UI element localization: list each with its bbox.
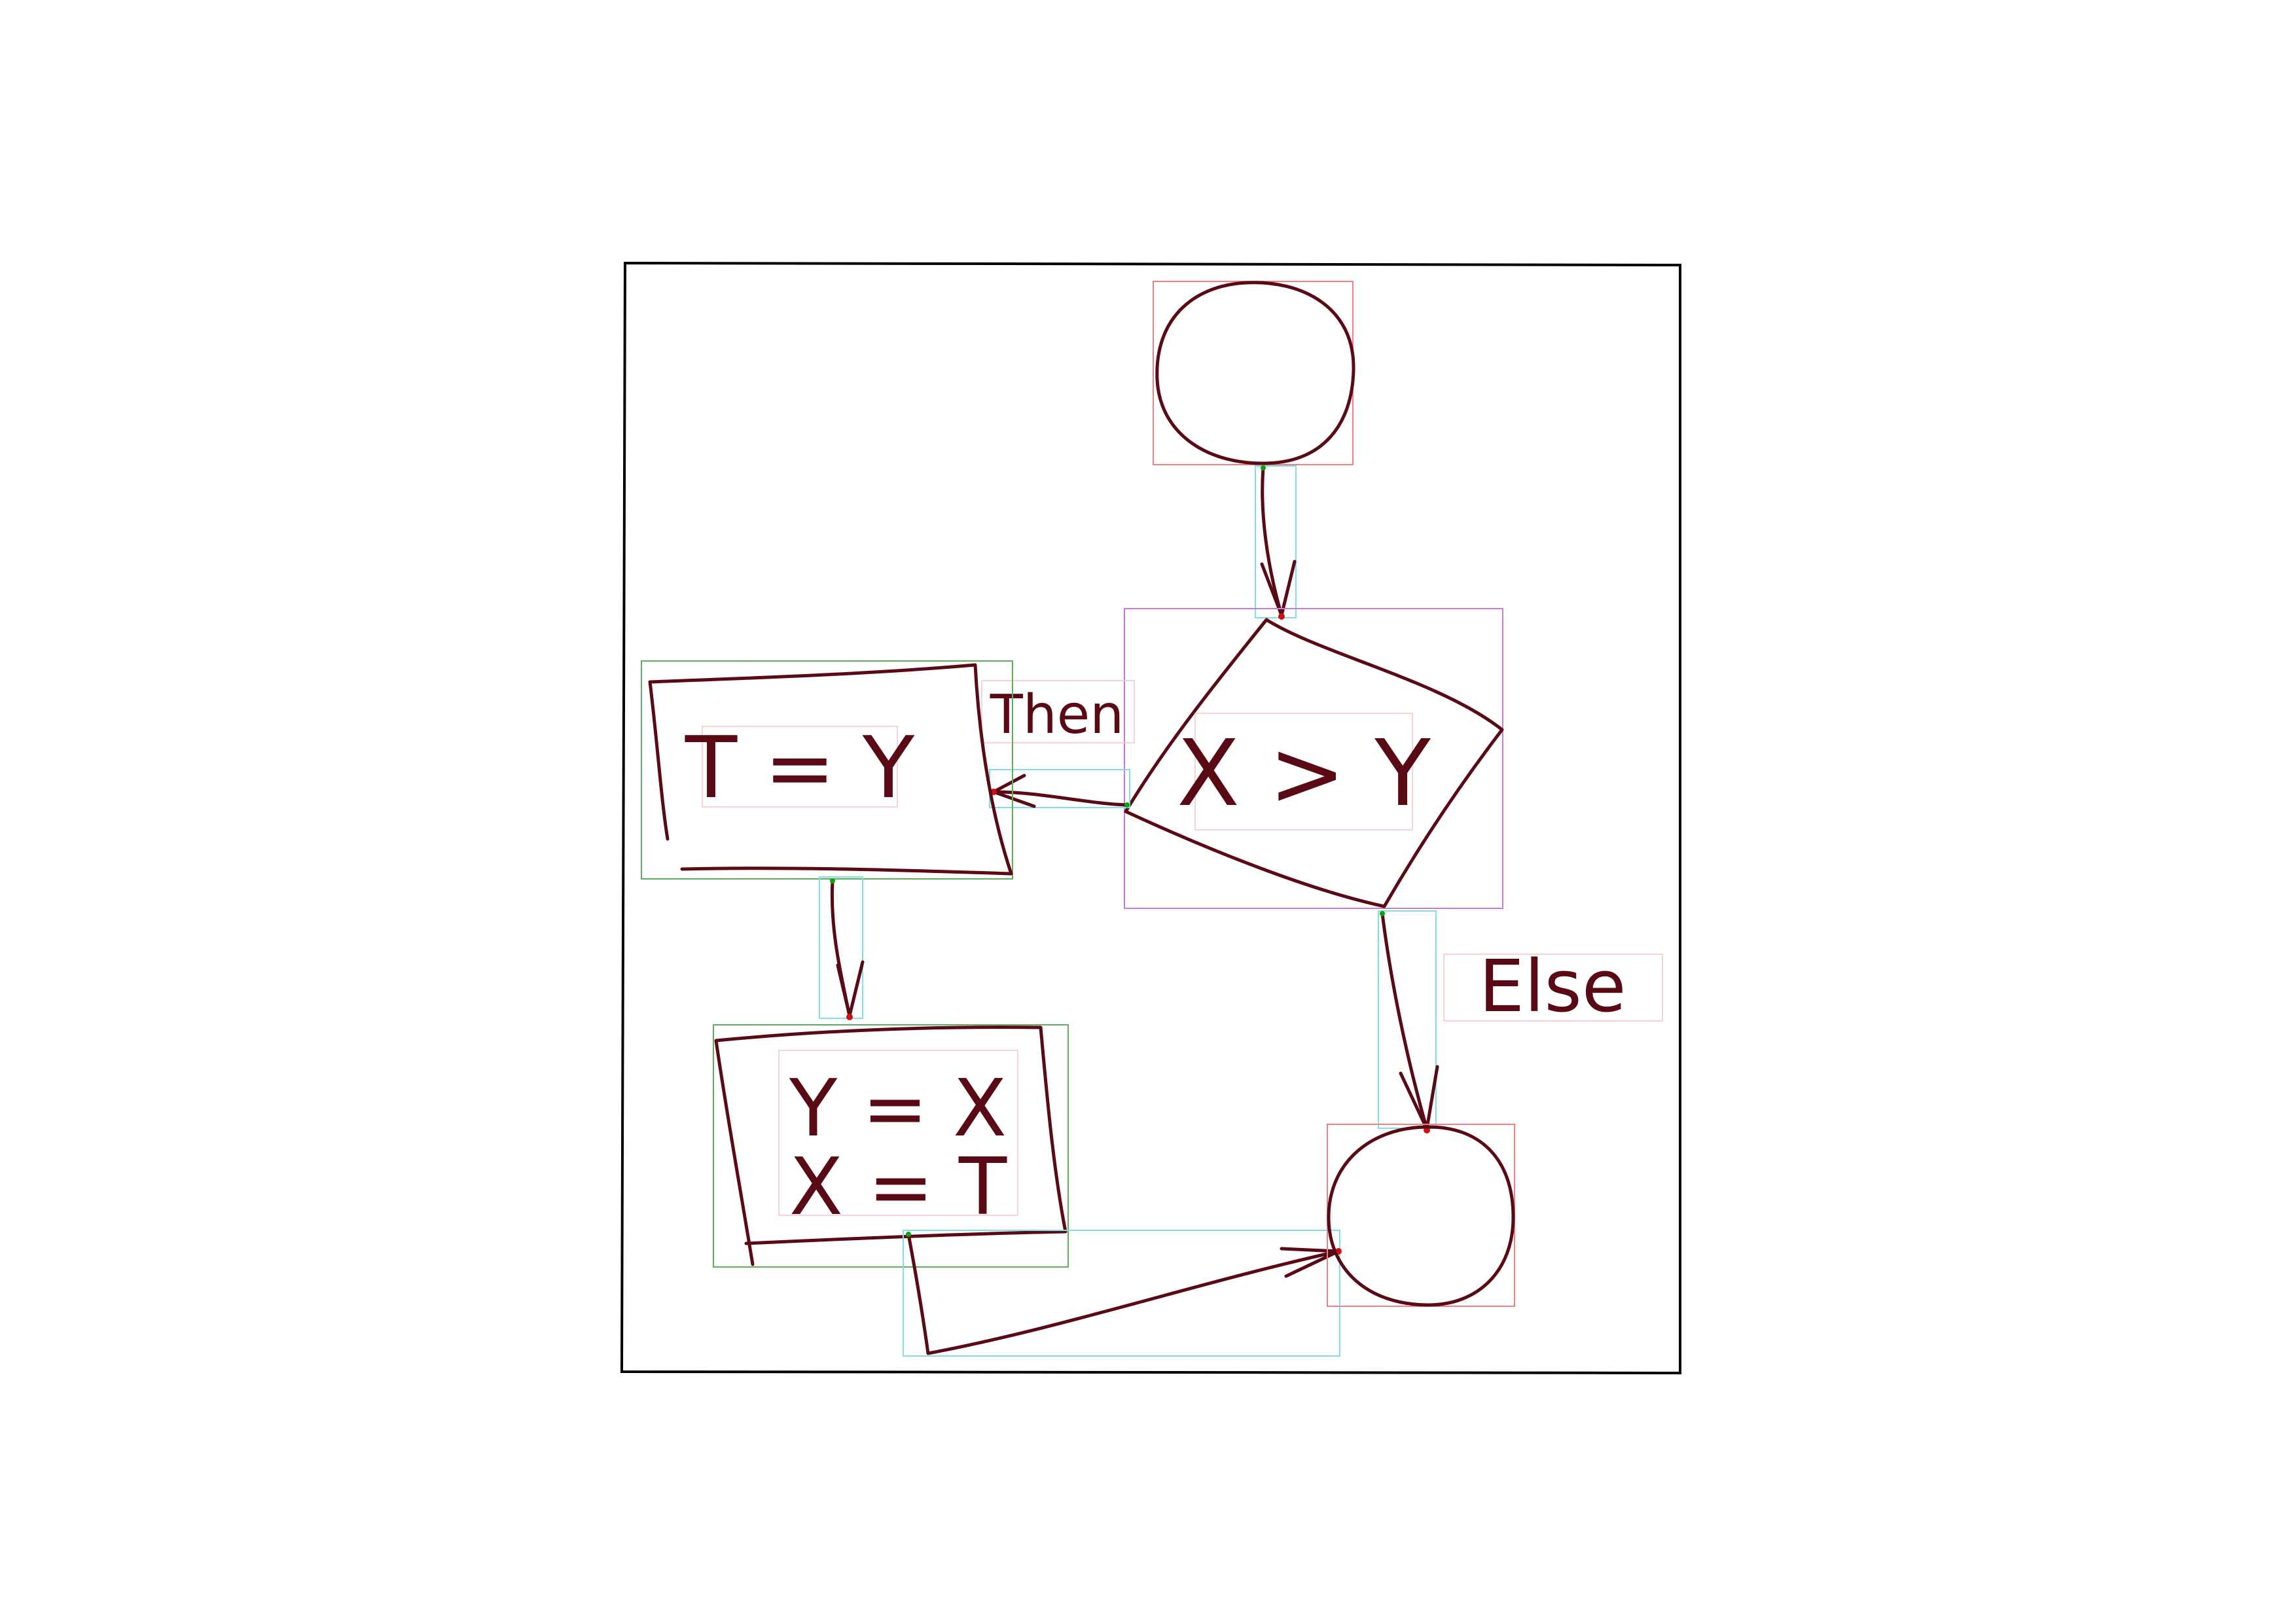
arrow-tail-marker — [830, 878, 835, 883]
decision-text-bbox — [1194, 713, 1413, 830]
process1-node: T = Y — [641, 660, 1013, 880]
process1-text-bbox — [702, 726, 898, 808]
arrow-start-to-decision — [1255, 465, 1297, 620]
decision-diamond-shape — [1124, 618, 1504, 908]
then-label-text: Then — [990, 684, 1124, 746]
arrow-start-decision-bbox — [1255, 465, 1297, 618]
arrow-p2-end-bbox — [903, 1230, 1340, 1357]
arrow-then-line — [992, 790, 1129, 807]
process2-node: Y = X X = T — [713, 1024, 1069, 1268]
then-label-bbox — [981, 680, 1135, 743]
process2-text-bbox — [778, 1050, 1018, 1216]
arrow-process2-to-end — [903, 1230, 1342, 1357]
process1-bbox — [641, 660, 1013, 880]
else-label-bbox — [1443, 954, 1663, 1022]
arrow-decision-to-end — [1378, 910, 1439, 1133]
arrow-tail-marker — [1124, 802, 1130, 808]
process2-statement-line2: X = T — [789, 1142, 1007, 1233]
process2-statement-line1: Y = X — [789, 1063, 1007, 1154]
arrow-head-marker — [1278, 613, 1285, 620]
process1-rect-shape — [648, 663, 1013, 876]
process2-rect-shape — [714, 1026, 1067, 1266]
arrow-tail-marker — [1380, 911, 1385, 916]
arrow-p1-p2-bbox — [819, 876, 863, 1019]
end-circle-shape — [1327, 1125, 1515, 1307]
start-terminal-node — [1153, 281, 1355, 465]
arrow-decision-to-process1 — [989, 769, 1130, 808]
decision-bbox — [1124, 608, 1503, 909]
arrow-p1-p2-line — [830, 879, 852, 1018]
arrow-tail-marker — [1261, 465, 1266, 471]
arrow-p2-end-line — [906, 1232, 1340, 1355]
decision-node: X > Y — [1124, 608, 1504, 909]
arrow-else-line — [1380, 912, 1429, 1131]
arrow-then-bbox — [989, 769, 1130, 808]
decision-condition-text: X > Y — [1177, 721, 1431, 827]
process1-statement-text: T = Y — [685, 718, 915, 817]
edge-label-else: Else — [1443, 944, 1663, 1028]
else-label-text: Else — [1479, 944, 1626, 1028]
start-circle-shape — [1155, 281, 1355, 465]
arrow-start-decision-head — [1260, 560, 1297, 617]
diagram-frame — [620, 261, 1681, 1375]
end-terminal-node — [1327, 1124, 1515, 1307]
edge-label-then: Then — [981, 680, 1135, 746]
arrow-process1-to-process2 — [819, 876, 865, 1020]
arrow-tail-marker — [906, 1232, 911, 1237]
arrow-start-decision-line — [1261, 466, 1283, 617]
arrow-head-marker — [846, 1014, 853, 1020]
process2-bbox — [713, 1024, 1069, 1268]
